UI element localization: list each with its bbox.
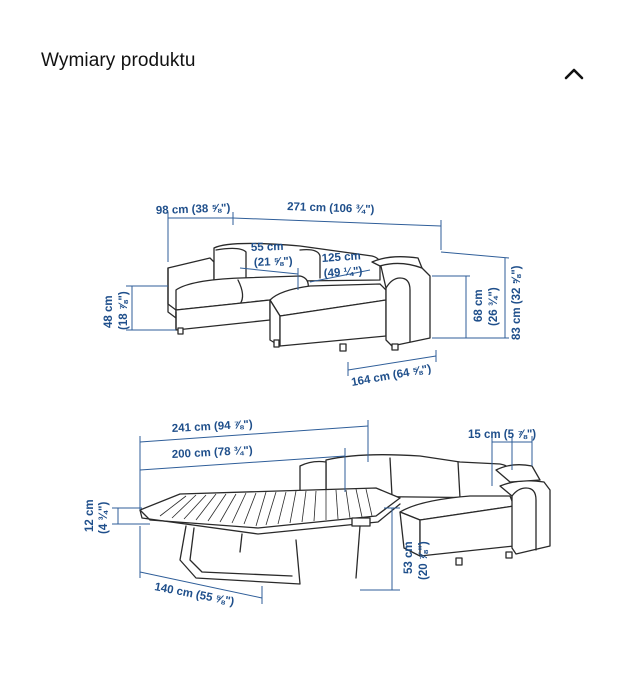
label-seat-depth-b: (21 ⅝"): [254, 256, 293, 269]
dimension-labels-bottom: 241 cm (94 ⅞") 200 cm (78 ¾") 15 cm (5 ⅞…: [84, 419, 536, 609]
label-arm-height-in: (26 ¾"): [488, 287, 500, 326]
dimension-lines-bottom: [112, 420, 533, 604]
label-width-left: 98 cm (38 ⅝"): [156, 202, 231, 217]
label-mattress-thickness: 12 cm: [84, 499, 96, 532]
sofa-bed-drawing: [139, 454, 551, 585]
section-header[interactable]: Wymiary produktu: [0, 0, 619, 110]
label-arm-width: 15 cm (5 ⅞"): [468, 429, 536, 441]
label-total-height: 83 cm (32 ⅝"): [511, 265, 523, 340]
sofa-drawing-top: [167, 242, 431, 352]
dimension-lines-top: [126, 212, 510, 376]
label-arm-height: 68 cm: [473, 289, 485, 322]
label-seat-height-in: (18 ⅞"): [118, 291, 130, 330]
chevron-up-icon[interactable]: [560, 62, 588, 86]
label-bed-width: 140 cm (55 ⅝"): [153, 581, 235, 608]
label-chaise-depth-b: (49 ¼"): [323, 265, 363, 280]
label-width-total: 271 cm (106 ¾"): [287, 201, 375, 216]
label-chaise-depth-a: 125 cm: [321, 250, 361, 265]
label-bed-length: 200 cm (78 ¾"): [172, 445, 254, 461]
label-bed-height-in: (20 ⅞"): [418, 541, 430, 580]
label-bed-height: 53 cm: [403, 541, 415, 574]
label-seat-height: 48 cm: [103, 295, 115, 328]
label-mattress-thickness-in: (4 ¾"): [98, 502, 110, 534]
label-bed-length-total: 241 cm (94 ⅞"): [172, 419, 254, 435]
label-seat-depth-a: 55 cm: [251, 241, 284, 254]
label-chaise-width: 164 cm (64 ⅝"): [350, 363, 432, 389]
section-title: Wymiary produktu: [41, 50, 196, 71]
